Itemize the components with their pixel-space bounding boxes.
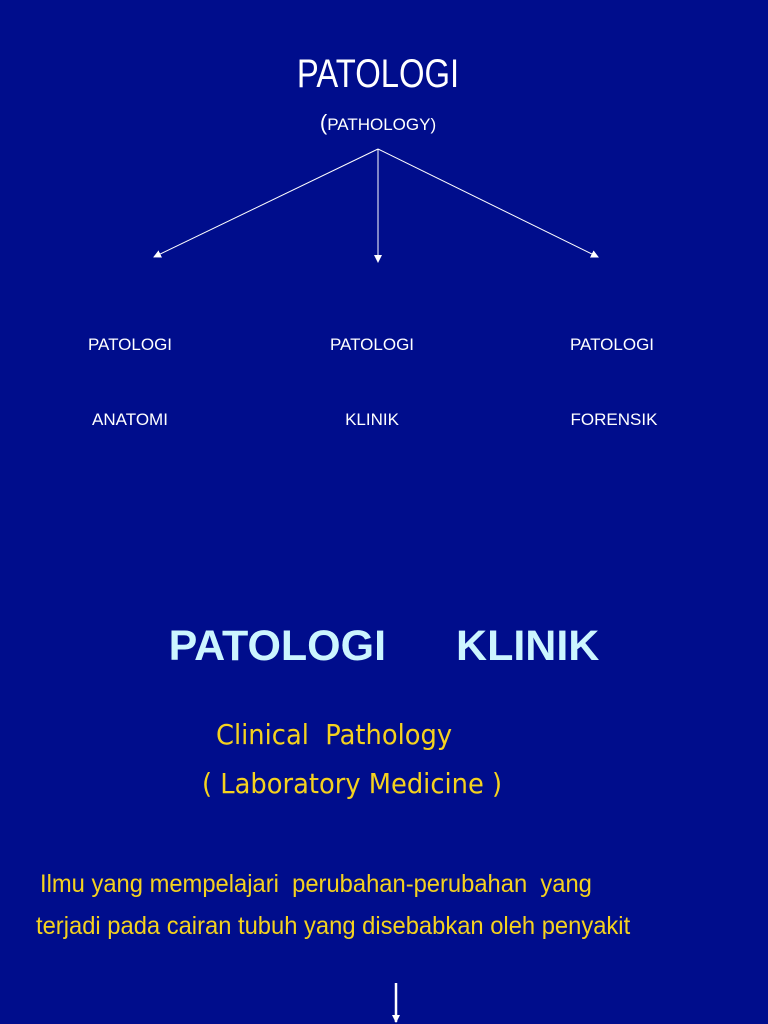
arrow-to-forensik bbox=[377, 148, 599, 258]
branch-line1: PATOLOGI bbox=[87, 335, 173, 354]
subtitle-close-paren: ) bbox=[430, 115, 437, 134]
branch-line1: PATOLOGI bbox=[329, 335, 415, 354]
heading-word-1: PATOLOGI bbox=[168, 622, 387, 670]
branch-line2: FORENSIK bbox=[570, 410, 658, 429]
diagram-subtitle: (PATHOLOGY) bbox=[0, 110, 756, 136]
heading-word-2: KLINIK bbox=[456, 622, 600, 670]
branch-line1: PATOLOGI bbox=[569, 335, 655, 354]
definition-line-2: terjadi pada cairan tubuh yang disebabka… bbox=[36, 912, 631, 940]
branch-patologi-klinik: PATOLOGI KLINIK bbox=[302, 282, 442, 457]
alt-name: ( Laboratory Medicine ) bbox=[202, 767, 503, 800]
definition-line-1: Ilmu yang mempelajari perubahan-perubaha… bbox=[40, 870, 592, 898]
subtitle-text: PATHOLOGY bbox=[327, 115, 431, 134]
section-heading: PATOLOGI KLINIK bbox=[0, 622, 768, 671]
branch-patologi-anatomi: PATOLOGI ANATOMI bbox=[60, 282, 200, 457]
branch-line2: KLINIK bbox=[345, 410, 399, 429]
subtitle-open-paren: ( bbox=[319, 110, 328, 135]
branch-line2: ANATOMI bbox=[92, 410, 168, 429]
arrow-to-anatomi bbox=[153, 148, 379, 258]
branch-patologi-forensik: PATOLOGI FORENSIK bbox=[542, 282, 682, 457]
diagram-title: PATOLOGI bbox=[296, 52, 460, 96]
english-name: Clinical Pathology bbox=[216, 718, 453, 751]
